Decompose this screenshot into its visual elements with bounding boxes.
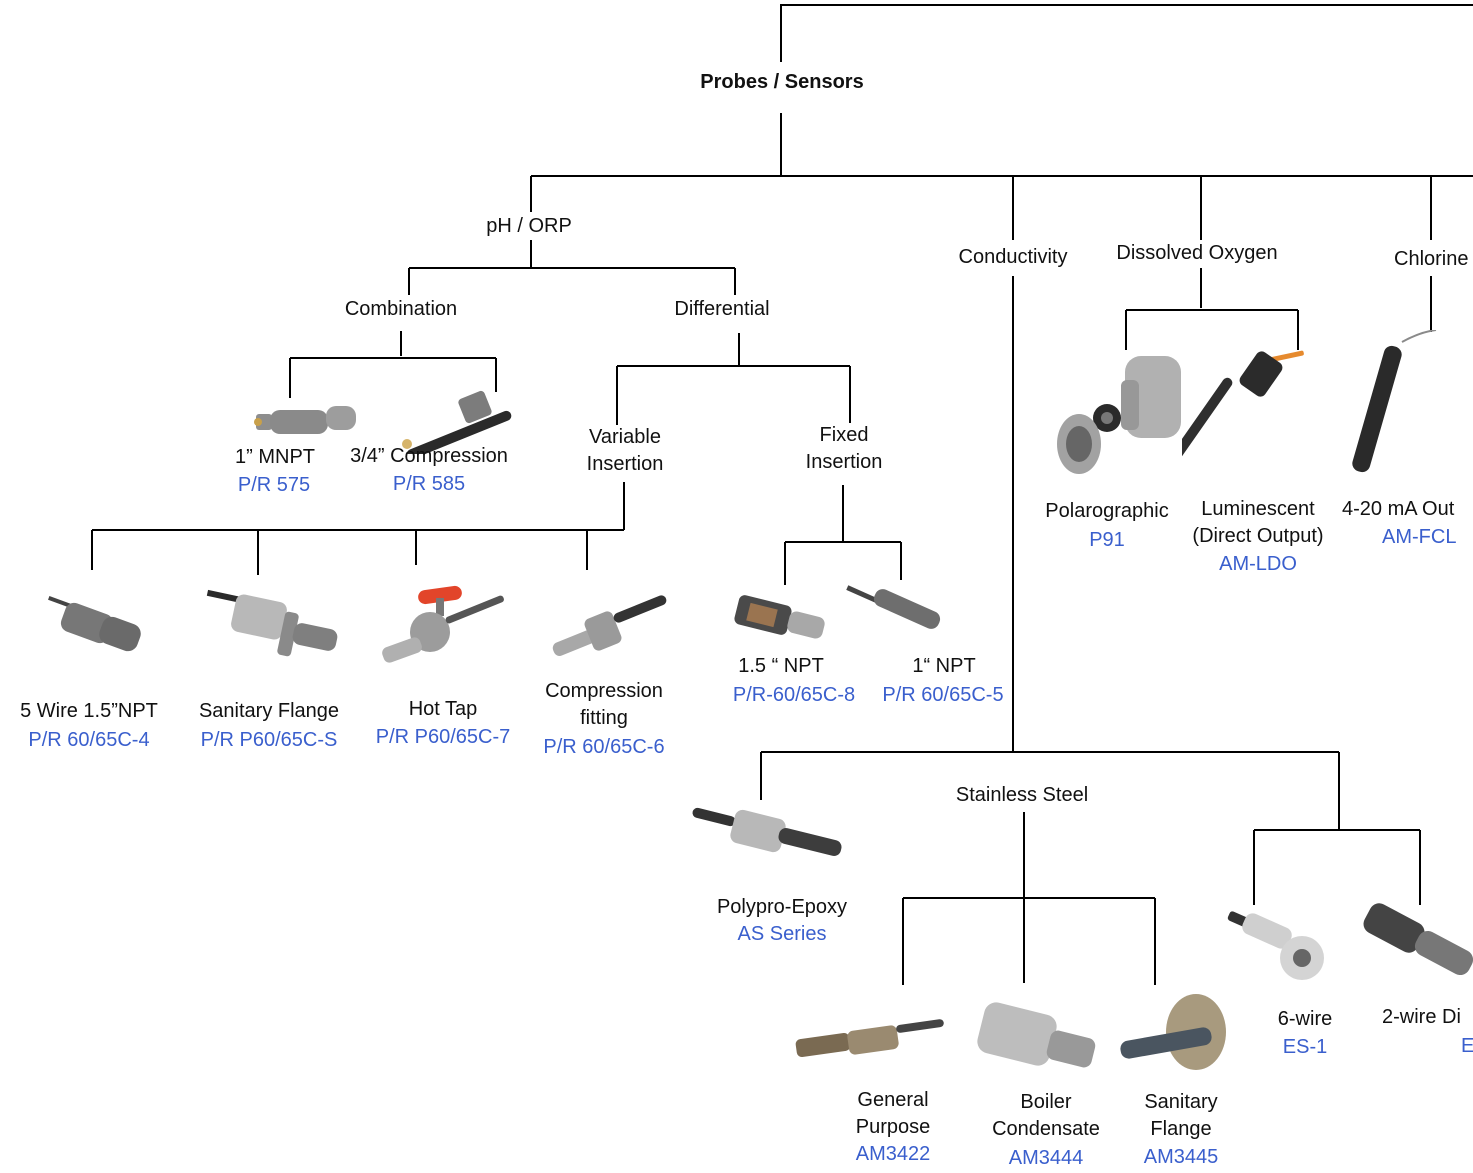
connector-cond-bus [760, 751, 1340, 830]
probe-5wire-icon [48, 596, 141, 652]
probe-polypro-icon [692, 807, 842, 857]
product-hottap-name: Hot Tap [408, 698, 478, 720]
category-conductivity: Conductivity [958, 246, 1068, 268]
probe-compression-icon [402, 390, 512, 454]
product-npt1-name: 1“ NPT [912, 655, 976, 677]
product-compfit-code: P/R 60/65C-6 [543, 736, 665, 758]
product-npt1-code: P/R 60/65C-5 [882, 684, 1004, 706]
product-chlorine-name: 4-20 mA Out [1342, 498, 1455, 520]
category-chlorine: Chlorine [1394, 248, 1469, 270]
product-npt15-name: 1.5 “ NPT [738, 655, 824, 677]
probe-npt1-icon [846, 585, 941, 629]
product-boiler-name: Boiler Condensate [992, 1091, 1100, 1140]
probe-luminescent-icon [1182, 350, 1304, 462]
probe-hottap-icon [382, 585, 504, 663]
product-compression-code: P/R 585 [392, 473, 466, 495]
probe-6wire-icon [1227, 911, 1324, 980]
root-title: Probes / Sensors [700, 71, 864, 93]
connector-do [1125, 268, 1299, 350]
probe-npt15-icon [734, 595, 825, 639]
product-compression-name: 3/4” Compression [350, 445, 508, 467]
connector-stainless [902, 812, 1156, 985]
product-sanitary-name: Sanitary Flange [198, 700, 340, 722]
product-sanflange-name: Sanitary Flange [1144, 1091, 1218, 1140]
probe-boiler-icon [977, 1002, 1096, 1068]
product-2wire-name: 2-wire Di [1382, 1006, 1461, 1028]
product-boiler-code: AM3444 [1008, 1147, 1084, 1169]
connector-ph-split [408, 240, 736, 295]
product-5wire-code: P/R 60/65C-4 [28, 729, 150, 751]
connector-wire-types [1253, 829, 1421, 905]
node-stainless-steel: Stainless Steel [955, 784, 1089, 806]
connector-fixed [784, 485, 902, 585]
product-sanflange-code: AM3445 [1143, 1146, 1219, 1168]
node-fixed-insertion: Fixed Insertion [805, 424, 883, 473]
probe-sanitary-icon [206, 589, 338, 657]
probe-sanflange-icon [1120, 994, 1226, 1070]
probe-chlorine-icon [1352, 330, 1437, 473]
product-general-code: AM3422 [855, 1143, 931, 1165]
probe-mnpt-icon [254, 406, 356, 434]
product-general-name: General Purpose [855, 1089, 931, 1138]
product-luminescent-name: Luminescent (Direct Output) [1192, 498, 1324, 547]
probe-polarographic-icon [1057, 356, 1181, 474]
connector-differential [616, 333, 851, 425]
connector-variable [91, 482, 625, 575]
product-hottap-code: P/R P60/65C-7 [375, 726, 511, 748]
product-sanitary-code: P/R P60/65C-S [200, 729, 338, 751]
product-mnpt-code: P/R 575 [237, 474, 311, 496]
product-mnpt-name: 1” MNPT [235, 446, 315, 468]
connector-root-top [780, 4, 1473, 62]
probe-2wire-icon [1363, 903, 1473, 976]
node-combination: Combination [344, 298, 458, 320]
product-5wire-name: 5 Wire 1.5”NPT [20, 700, 158, 722]
product-chlorine-code: AM-FCL [1382, 526, 1457, 548]
node-differential: Differential [674, 298, 770, 320]
product-npt15-code: P/R-60/65C-8 [732, 684, 856, 706]
connector-combination [289, 331, 497, 398]
product-compfit-name: Compression fitting [545, 680, 663, 729]
probe-general-icon [795, 1019, 944, 1058]
node-variable-insertion: Variable Insertion [586, 426, 664, 475]
product-luminescent-code: AM-LDO [1219, 553, 1297, 575]
category-ph-orp: pH / ORP [486, 215, 572, 237]
product-6wire-code: ES-1 [1282, 1036, 1328, 1058]
product-6wire-name: 6-wire [1277, 1008, 1333, 1030]
probe-compfit-icon [552, 595, 667, 656]
product-polarographic-code: P91 [1089, 529, 1125, 551]
product-polypro-name: Polypro-Epoxy [716, 896, 848, 918]
category-dissolved-oxygen: Dissolved Oxygen [1116, 242, 1278, 264]
product-polarographic-name: Polarographic [1045, 500, 1169, 522]
connector-root-bus [531, 113, 1473, 177]
product-2wire-code: E [1461, 1035, 1473, 1057]
product-polypro-code: AS Series [737, 923, 827, 945]
